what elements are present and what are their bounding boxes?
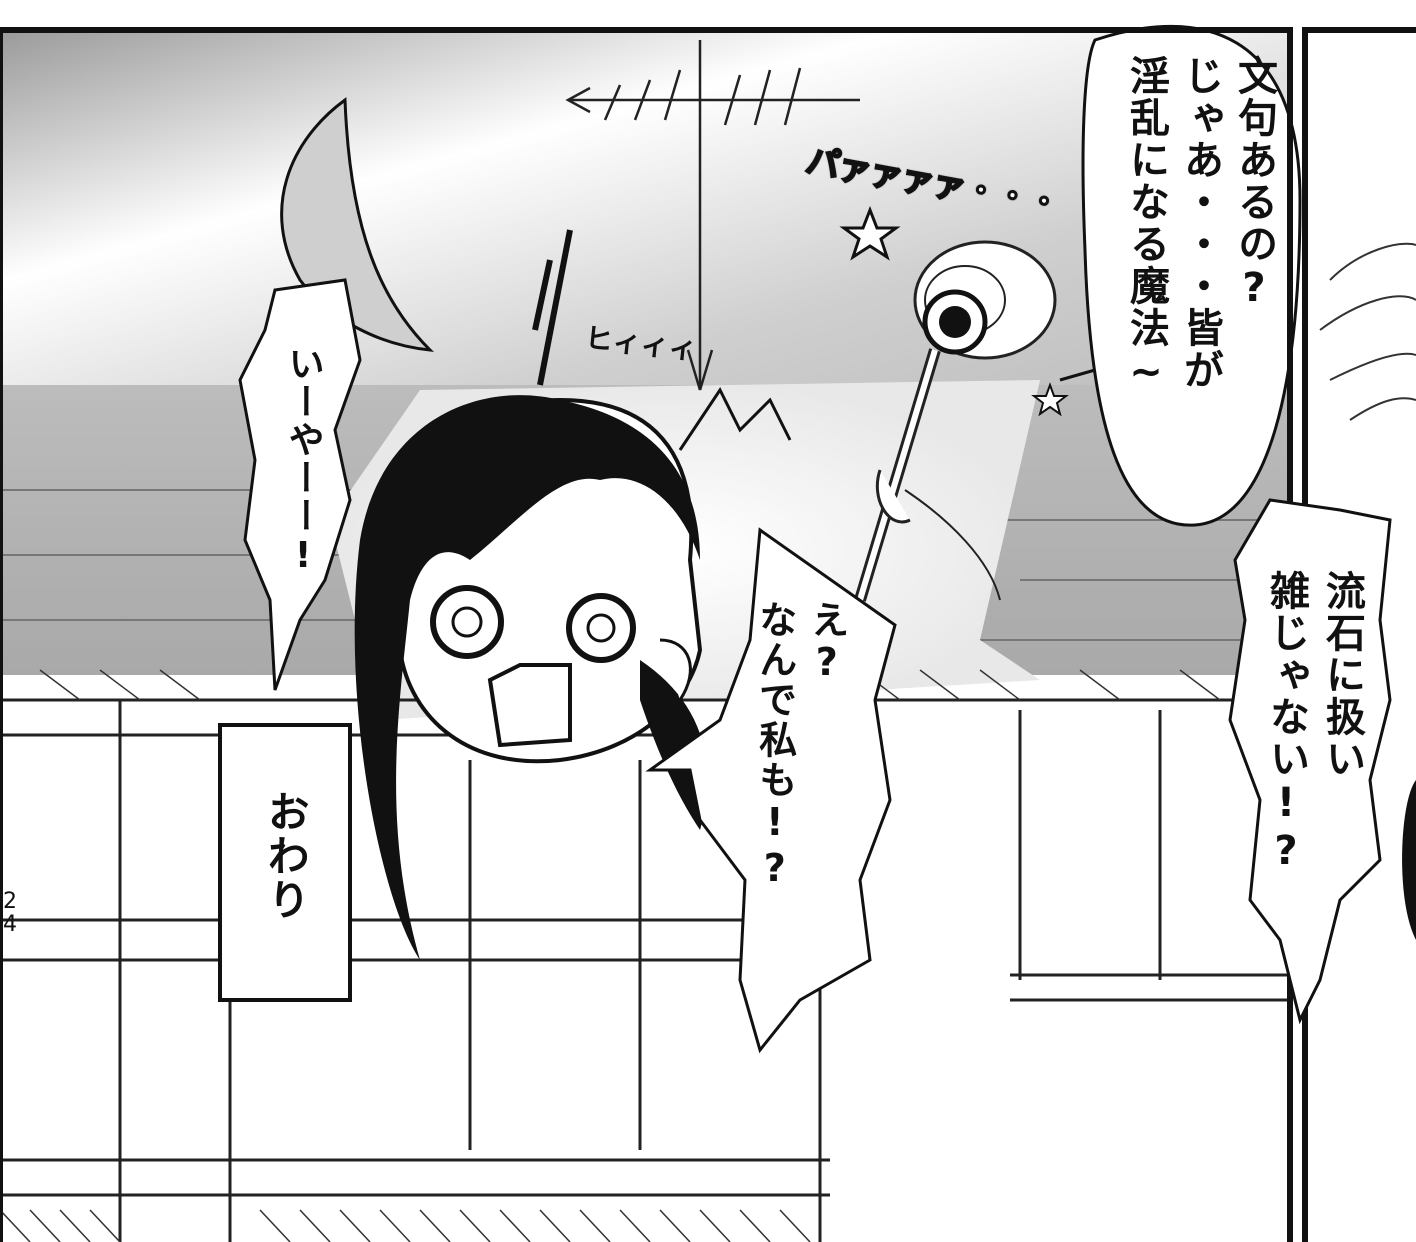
right-panel-dark-shape — [1402, 780, 1416, 940]
girl-character — [354, 387, 792, 960]
reply-line-1: え? — [804, 600, 849, 686]
end-caption-box — [218, 723, 352, 1002]
right-bubble — [1228, 498, 1392, 1025]
star-2 — [1031, 382, 1069, 417]
speed-lines — [532, 229, 573, 386]
caster-bubble — [1081, 24, 1302, 527]
right-bubble-line-1: 流石に扱い — [1319, 570, 1365, 780]
star-1 — [839, 205, 901, 261]
magic-staff — [854, 240, 1057, 602]
caster-line-2: じゃあ・・・皆が — [1177, 55, 1223, 391]
scream-text: いーやーー! — [282, 345, 324, 578]
railing — [0, 698, 1290, 1242]
caster-line-1: 文句あるの? — [1231, 55, 1277, 313]
scream-bubble — [238, 278, 362, 691]
caster-line-3: 淫乱になる魔法~ — [1123, 55, 1169, 397]
right-bubble-line-2: 雑じゃない!? — [1263, 570, 1309, 876]
end-caption-text: おわり — [261, 790, 311, 922]
reply-line-2: なんで私も!? — [752, 600, 797, 892]
right-panel-art — [1319, 242, 1416, 421]
page-number: 24 — [3, 889, 17, 938]
antenna — [565, 40, 860, 391]
reply-bubble — [645, 527, 897, 1054]
